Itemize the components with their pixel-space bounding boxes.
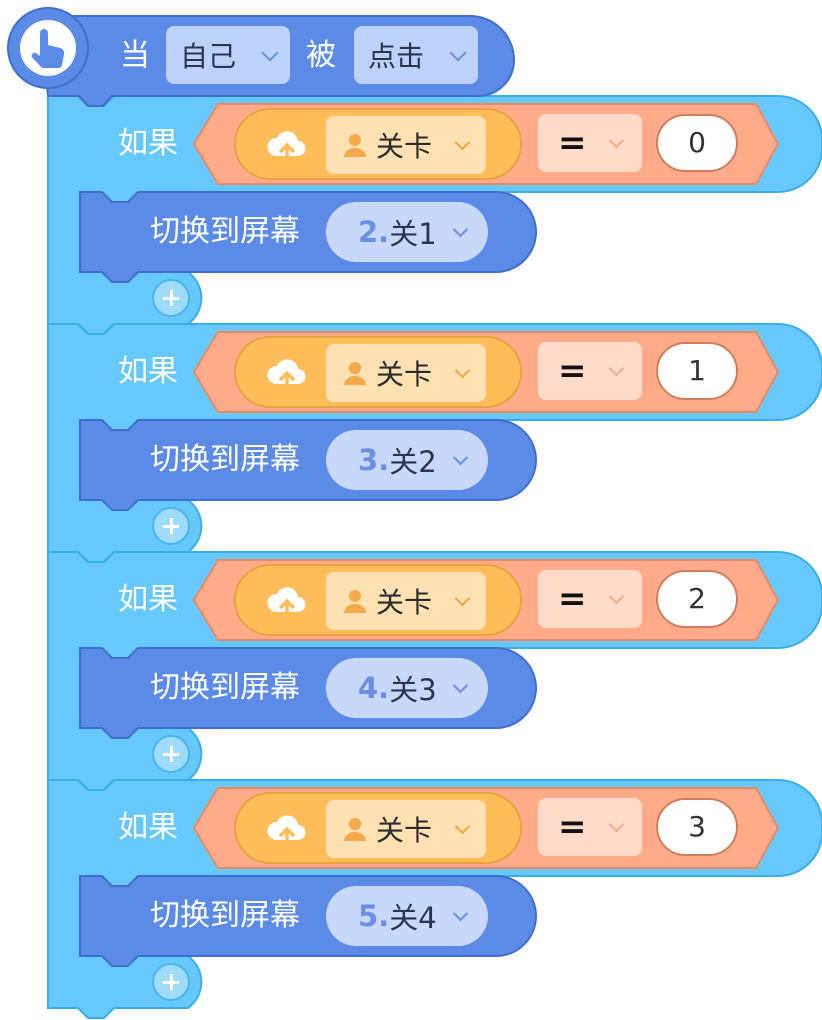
cloud-upload-icon [267, 587, 306, 618]
variable-name: 关卡 [376, 586, 433, 619]
variable-reporter[interactable]: 关卡 [234, 108, 522, 180]
operator-value: = [558, 351, 587, 391]
chevron-down-icon [454, 818, 471, 835]
operator-value: = [558, 579, 587, 619]
operator-value: = [558, 807, 587, 847]
variable-reporter[interactable]: 关卡 [234, 792, 522, 864]
switch-screen-label: 切换到屏幕 [150, 898, 300, 933]
switch-screen-label: 切换到屏幕 [150, 214, 300, 249]
screen-number: 2. [358, 215, 390, 249]
variable-dropdown[interactable]: 关卡 [326, 116, 486, 174]
variable-name: 关卡 [376, 814, 433, 847]
variable-reporter[interactable]: 关卡 [234, 336, 522, 408]
chevron-down-icon [608, 588, 625, 605]
event-value: 点击 [368, 40, 425, 73]
screen-dropdown[interactable]: 2.关1 [326, 202, 488, 262]
chevron-down-icon [452, 677, 469, 694]
screen-name: 关1 [389, 217, 437, 251]
chevron-down-icon [261, 44, 279, 62]
cloud-upload-icon [267, 815, 306, 846]
target-dropdown[interactable]: 自己 [166, 26, 290, 84]
cloud-upload-icon [267, 131, 306, 162]
chevron-down-icon [452, 449, 469, 466]
event-dropdown[interactable]: 点击 [354, 26, 478, 84]
if-label: 如果 [118, 810, 178, 845]
chevron-down-icon [452, 905, 469, 922]
chevron-down-icon [608, 816, 625, 833]
operator-dropdown[interactable]: = [538, 570, 642, 628]
chevron-down-icon [454, 134, 471, 151]
target-value: 自己 [180, 40, 237, 73]
add-block-button[interactable] [152, 507, 190, 545]
add-block-button[interactable] [152, 279, 190, 317]
compare-value-input[interactable]: 1 [656, 342, 738, 400]
chevron-down-icon [452, 221, 469, 238]
compare-value-input[interactable]: 0 [656, 114, 738, 172]
variable-dropdown[interactable]: 关卡 [326, 572, 486, 630]
chevron-down-icon [449, 44, 467, 62]
add-block-button[interactable] [152, 963, 190, 1001]
person-icon [344, 590, 366, 613]
variable-dropdown[interactable]: 关卡 [326, 800, 486, 858]
variable-name: 关卡 [376, 130, 433, 163]
operator-dropdown[interactable]: = [538, 798, 642, 856]
chevron-down-icon [454, 362, 471, 379]
add-block-button[interactable] [152, 735, 190, 773]
if-label: 如果 [118, 582, 178, 617]
person-icon [344, 134, 366, 157]
pointer-hand-icon [31, 29, 65, 69]
person-icon [344, 818, 366, 841]
chevron-down-icon [608, 360, 625, 377]
cloud-upload-icon [267, 359, 306, 390]
hat-by-label: 被 [306, 38, 336, 73]
variable-reporter[interactable]: 关卡 [234, 564, 522, 636]
screen-name: 关2 [389, 445, 437, 479]
switch-screen-label: 切换到屏幕 [150, 670, 300, 705]
variable-dropdown[interactable]: 关卡 [326, 344, 486, 402]
screen-dropdown[interactable]: 3.关2 [326, 430, 488, 490]
operator-dropdown[interactable]: = [538, 342, 642, 400]
operator-value: = [558, 123, 587, 163]
screen-name: 关3 [389, 673, 437, 707]
screen-name: 关4 [389, 901, 437, 935]
screen-number: 3. [358, 443, 390, 477]
compare-value-input[interactable]: 3 [656, 798, 738, 856]
chevron-down-icon [608, 132, 625, 149]
switch-screen-label: 切换到屏幕 [150, 442, 300, 477]
chevron-down-icon [454, 590, 471, 607]
screen-number: 5. [358, 899, 390, 933]
screen-number: 4. [358, 671, 390, 705]
screen-dropdown[interactable]: 5.关4 [326, 886, 488, 946]
if-label: 如果 [118, 354, 178, 389]
screen-dropdown[interactable]: 4.关3 [326, 658, 488, 718]
if-label: 如果 [118, 126, 178, 161]
person-icon [344, 362, 366, 385]
hat-when-label: 当 [120, 38, 150, 73]
operator-dropdown[interactable]: = [538, 114, 642, 172]
variable-name: 关卡 [376, 358, 433, 391]
compare-value-input[interactable]: 2 [656, 570, 738, 628]
